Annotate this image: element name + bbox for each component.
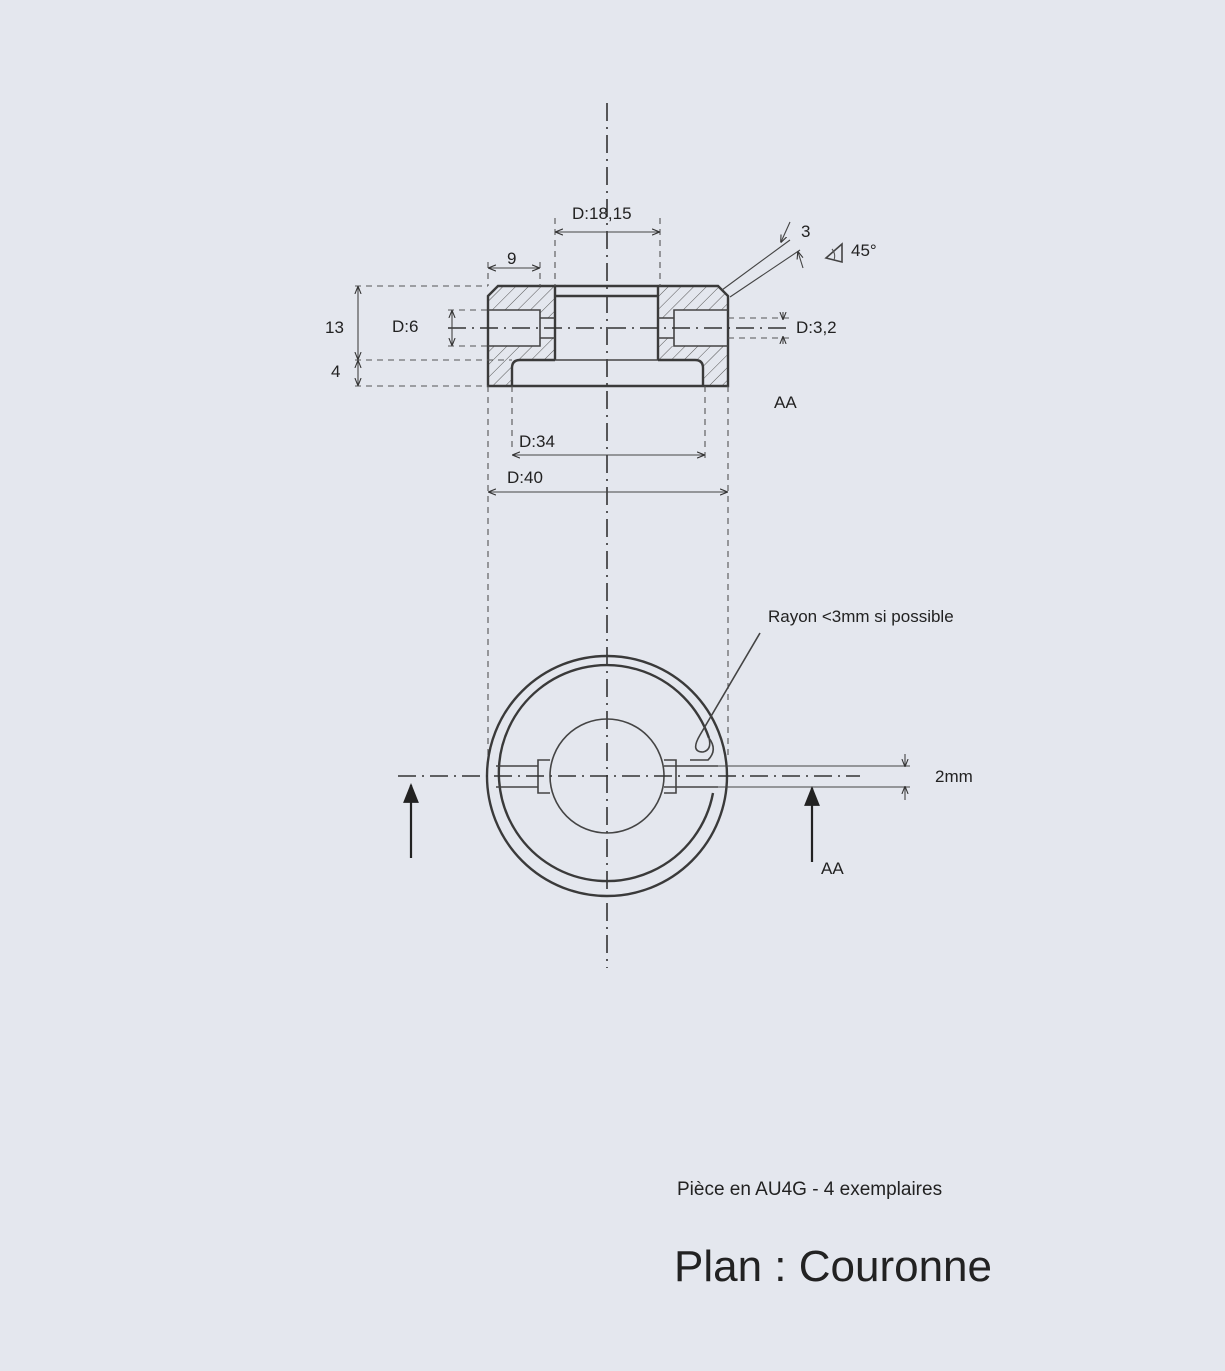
chamfer-size-label: 3 [801,222,810,241]
recess-circle [497,663,715,883]
bore-diameter-label: D:18,15 [572,204,632,223]
radius-note: Rayon <3mm si possible [768,607,954,626]
hole-diameter-label: D:6 [392,317,418,336]
section-name-label: AA [774,393,797,412]
projection-lines [355,218,790,760]
top-view [398,632,910,898]
chamfer-angle-label: 45° [851,241,877,260]
material-note: Pièce en AU4G - 4 exemplaires [677,1179,942,1200]
slot-width-label: 2mm [935,767,973,786]
drawing-title: Plan : Couronne [674,1242,992,1291]
outer-diameter-label: D:40 [507,468,543,487]
height-13-label: 13 [325,318,344,337]
height-4-label: 4 [331,362,340,381]
section-view [448,284,790,388]
thread-diameter-label: D:3,2 [796,318,837,337]
radius-leader [694,632,761,753]
recess-diameter-label: D:34 [519,432,555,451]
width-9-label: 9 [507,249,516,268]
dimension-lines [358,221,843,492]
section-arrow-label: AA [821,859,844,878]
